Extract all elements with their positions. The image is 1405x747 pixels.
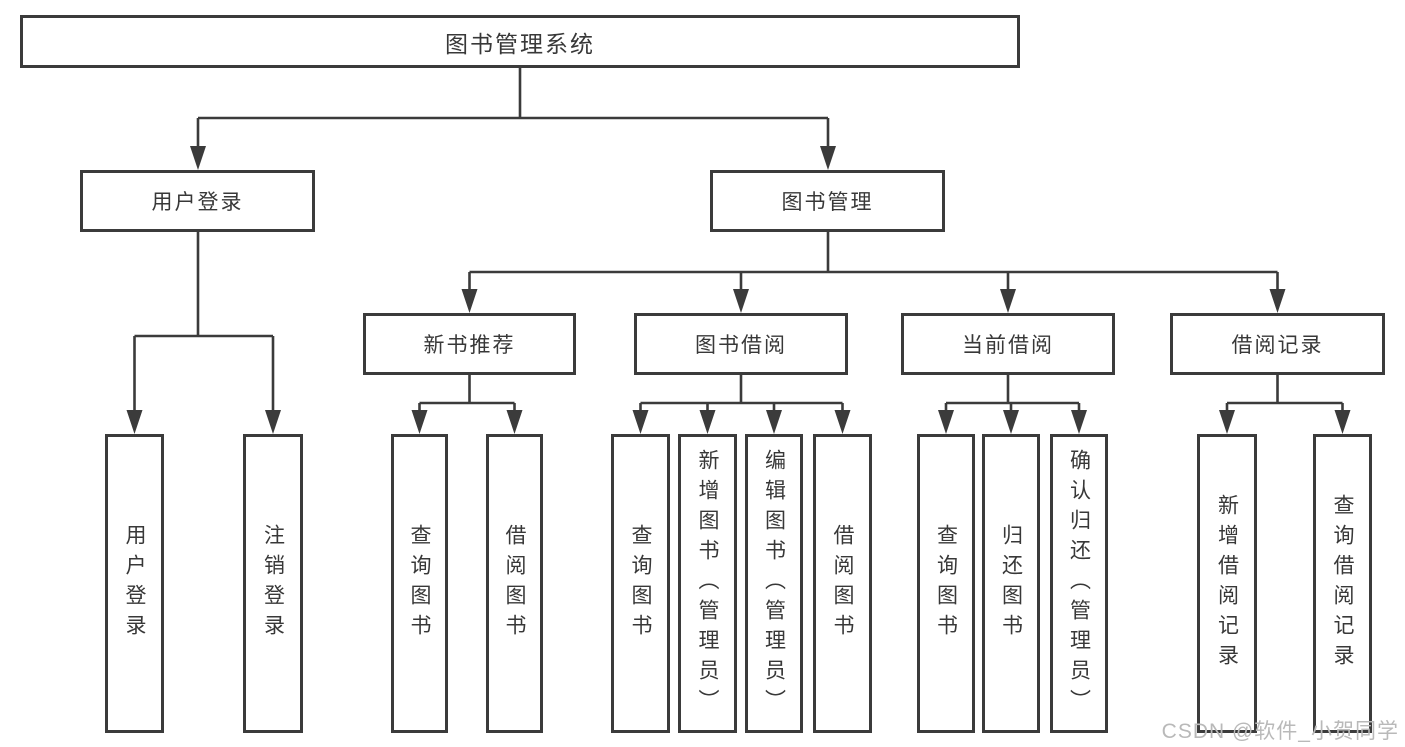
arrow-down-icon <box>834 410 851 434</box>
arrow-down-icon <box>1071 410 1087 434</box>
node-root-label: 图书管理系统 <box>445 30 595 57</box>
arrow-down-icon <box>1219 410 1235 434</box>
leaf-add-borrow-record: 新增借阅记录 <box>1197 434 1257 733</box>
arrow-down-icon <box>632 410 649 434</box>
arrow-down-icon <box>1334 410 1351 434</box>
leaf-borrow-books-2: 借阅图书 <box>813 434 872 733</box>
arrow-down-icon <box>1000 289 1016 313</box>
leaf-borrow-books-1: 借阅图书 <box>486 434 543 733</box>
leaf-query-borrow-record: 查询借阅记录 <box>1313 434 1372 733</box>
node-current-borrow-label: 当前借阅 <box>962 334 1054 357</box>
node-root: 图书管理系统 <box>20 15 1020 68</box>
leaf-borrow-books-1-label: 借阅图书 <box>503 523 526 644</box>
node-user-login-label: 用户登录 <box>151 191 244 214</box>
connector-root-to-level2 <box>196 68 830 147</box>
arrow-down-icon <box>461 289 478 313</box>
arrow-down-icon <box>766 410 782 434</box>
connector-current-borrow-to-leaves <box>944 375 1081 411</box>
leaf-add-book-admin: 新增图书（管理员） <box>678 434 737 733</box>
node-book-borrow: 图书借阅 <box>634 313 848 375</box>
leaf-query-books-3: 查询图书 <box>917 434 975 733</box>
arrow-down-icon <box>265 410 281 434</box>
node-book-management: 图书管理 <box>710 170 945 232</box>
arrow-down-icon <box>1003 410 1019 434</box>
arrow-down-icon <box>699 410 716 434</box>
leaf-user-login-label: 用户登录 <box>123 523 146 644</box>
leaf-confirm-return-admin-label: 确认归还（管理员） <box>1067 448 1091 719</box>
connector-borrow-records-to-leaves <box>1225 375 1344 411</box>
arrowheads <box>126 146 1351 434</box>
leaf-return-books: 归还图书 <box>982 434 1040 733</box>
node-new-book-recommend-label: 新书推荐 <box>423 334 516 357</box>
arrow-down-icon <box>126 410 143 434</box>
leaf-borrow-books-2-label: 借阅图书 <box>831 523 854 644</box>
leaf-query-books-1-label: 查询图书 <box>408 523 431 644</box>
leaf-logout: 注销登录 <box>243 434 303 733</box>
leaf-add-borrow-record-label: 新增借阅记录 <box>1215 493 1239 674</box>
node-current-borrow: 当前借阅 <box>901 313 1115 375</box>
leaf-query-books-3-label: 查询图书 <box>934 523 958 644</box>
leaf-query-books-2: 查询图书 <box>611 434 670 733</box>
leaf-edit-book-admin: 编辑图书（管理员） <box>745 434 803 733</box>
leaf-edit-book-admin-label: 编辑图书（管理员） <box>762 448 786 719</box>
node-borrow-records: 借阅记录 <box>1170 313 1385 375</box>
arrow-down-icon <box>506 410 523 434</box>
node-user-login: 用户登录 <box>80 170 315 232</box>
node-book-borrow-label: 图书借阅 <box>695 334 787 357</box>
arrow-down-icon <box>1269 289 1286 313</box>
arrow-down-icon <box>820 146 836 170</box>
arrow-down-icon <box>733 289 749 313</box>
leaf-query-books-1: 查询图书 <box>391 434 448 733</box>
connector-new-book-to-leaves <box>418 375 516 411</box>
connector-user-login-to-leaves <box>133 232 275 411</box>
leaf-confirm-return-admin: 确认归还（管理员） <box>1050 434 1108 733</box>
connector-book-borrow-to-leaves <box>639 375 844 411</box>
leaf-query-books-2-label: 查询图书 <box>629 523 652 644</box>
node-book-management-label: 图书管理 <box>781 191 874 214</box>
leaf-logout-label: 注销登录 <box>261 523 285 644</box>
leaf-add-book-admin-label: 新增图书（管理员） <box>696 448 719 719</box>
connector-book-mgmt-to-level3 <box>468 232 1279 290</box>
node-borrow-records-label: 借阅记录 <box>1231 334 1324 357</box>
node-new-book-recommend: 新书推荐 <box>363 313 576 375</box>
arrow-down-icon <box>190 146 206 170</box>
leaf-return-books-label: 归还图书 <box>999 523 1023 644</box>
arrow-down-icon <box>938 410 954 434</box>
arrow-down-icon <box>411 410 428 434</box>
csdn-watermark: CSDN @软件_小贺同学 <box>1161 720 1399 743</box>
leaf-query-borrow-record-label: 查询借阅记录 <box>1331 493 1354 674</box>
leaf-user-login: 用户登录 <box>105 434 164 733</box>
